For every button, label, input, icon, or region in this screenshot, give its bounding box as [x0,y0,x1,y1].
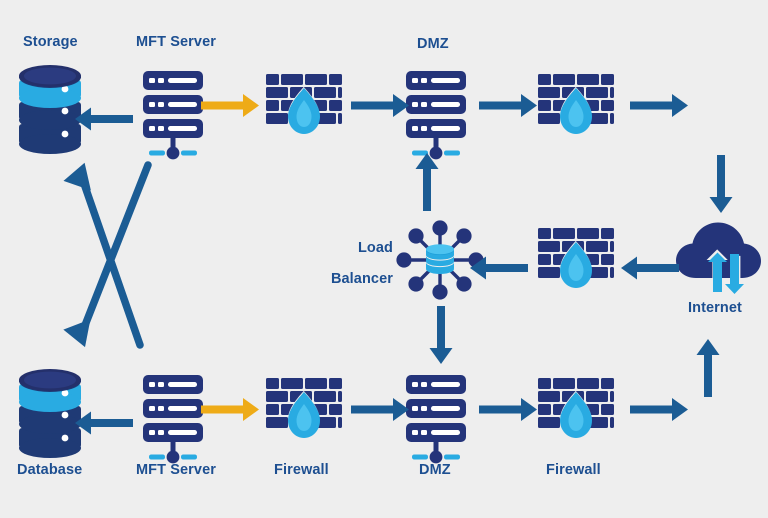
arrow-cross-up-left [63,162,144,349]
load-balancer-icon [394,218,486,302]
label-firewall-bottom-left: Firewall [274,462,329,478]
label-load-balancer-line1: Load [357,240,393,256]
label-dmz-top: DMZ [417,36,449,52]
arrow-mft-to-firewall-bottom [201,398,259,421]
label-dmz-bottom: DMZ [419,462,451,478]
arrow-dmz-to-firewall-bottom [479,398,537,421]
arrow-mft-to-firewall-top [201,94,259,117]
server-icon [143,71,203,160]
server-icon [406,375,466,464]
label-database: Database [17,462,83,478]
arrow-dmz-to-firewall-top [479,94,537,117]
firewall-icon [538,228,614,288]
label-mft-server-bottom: MFT Server [136,462,216,478]
arrow-mft-to-database-bottom [75,411,133,435]
label-storage: Storage [23,34,78,50]
firewall-icon [266,74,342,134]
firewall-icon [538,74,614,134]
arrow-firewall-to-edge-top [630,94,688,117]
arrow-up-from-bottom-right [696,339,720,397]
firewall-icon [266,378,342,438]
storage-icon [19,65,81,154]
label-internet: Internet [688,300,742,316]
arrow-mft-to-storage-top [75,107,133,131]
arrow-firewall-to-dmz-top [351,94,409,117]
arrow-cross-down-left [63,161,152,348]
cloud-icon [676,222,761,298]
label-firewall-bottom-right: Firewall [546,462,601,478]
arrow-down-to-internet [709,155,733,213]
arrow-firewall-to-dmz-bottom [351,398,409,421]
server-icon [143,375,203,464]
server-icon [406,71,466,160]
arrow-internet-to-firewall-mid [621,256,679,280]
firewall-icon [538,378,614,438]
arrow-lb-to-dmz-up [415,153,439,211]
storage-icon [19,369,81,458]
label-mft-server-top: MFT Server [136,34,216,50]
arrow-firewall-to-edge-bottom [630,398,688,421]
label-load-balancer-line2: Balancer [330,271,393,287]
arrow-lb-to-dmz-down [429,306,453,364]
